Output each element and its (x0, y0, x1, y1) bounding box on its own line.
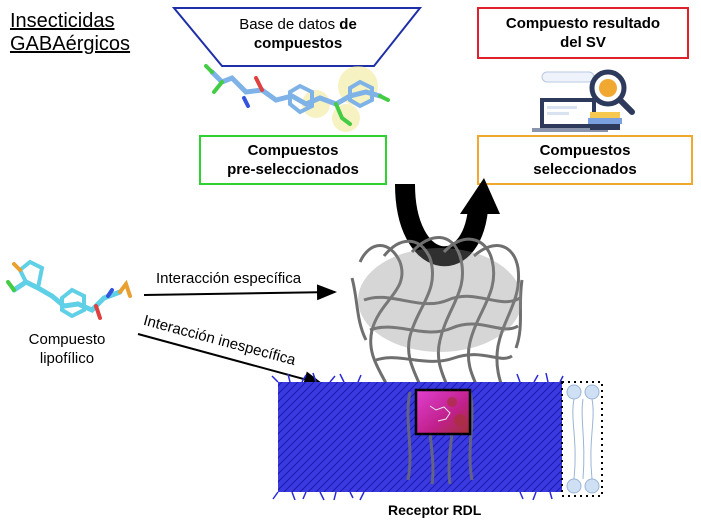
preselected-box: Compuestos pre-seleccionados (200, 136, 386, 184)
laptop-search-illustration (532, 69, 635, 132)
title-line-2: GABAérgicos (10, 33, 131, 55)
specific-arrow (143, 284, 337, 301)
result-line-1: Compuesto resultado (505, 15, 661, 32)
bilayer-schematic-border (561, 381, 603, 497)
database-text: Base de datos (239, 16, 336, 33)
binding-pocket-ligand (429, 397, 466, 426)
lipophilic-compound-label: Compuesto lipofílico (12, 330, 122, 368)
cycle-arrow (395, 183, 490, 267)
title-line-1: Insecticidas (10, 10, 115, 32)
figure-title: Insecticidas GABAérgicos (10, 10, 130, 56)
nonspecific-arrow (137, 333, 324, 387)
specific-interaction-label: Interacción específica (156, 270, 302, 287)
selected-line-1: Compuestos (539, 142, 631, 159)
database-text-line2: compuestos (253, 35, 343, 52)
receptor-label: Receptor RDL (388, 502, 482, 518)
database-molecule (204, 64, 390, 132)
result-box: Compuesto resultado del SV (478, 8, 688, 58)
selected-box-border (477, 135, 693, 185)
bilayer-schematic (566, 384, 600, 494)
membrane-fringe (271, 372, 564, 501)
database-text-bold: de (339, 16, 357, 33)
selected-box: Compuestos seleccionados (478, 136, 692, 184)
preselected-line-2: pre-seleccionados (227, 161, 359, 178)
receptor-protein-shading (358, 248, 522, 352)
cycle-arrow-head (460, 178, 500, 214)
result-line-2: del SV (560, 34, 606, 51)
database-box: Base de datos de compuestos (206, 12, 390, 56)
database-trapezoid (171, 7, 423, 67)
lipophilic-line-1: Compuesto (28, 331, 106, 348)
preselected-line-1: Compuestos (247, 142, 339, 159)
result-box-border (477, 7, 689, 59)
binding-pocket-inset (414, 388, 472, 436)
selected-line-2: seleccionados (533, 161, 637, 178)
lipophilic-molecule (6, 259, 132, 320)
receptor-protein (350, 236, 524, 399)
preselected-box-border (199, 135, 387, 185)
lipophilic-line-2: lipofílico (39, 350, 95, 367)
